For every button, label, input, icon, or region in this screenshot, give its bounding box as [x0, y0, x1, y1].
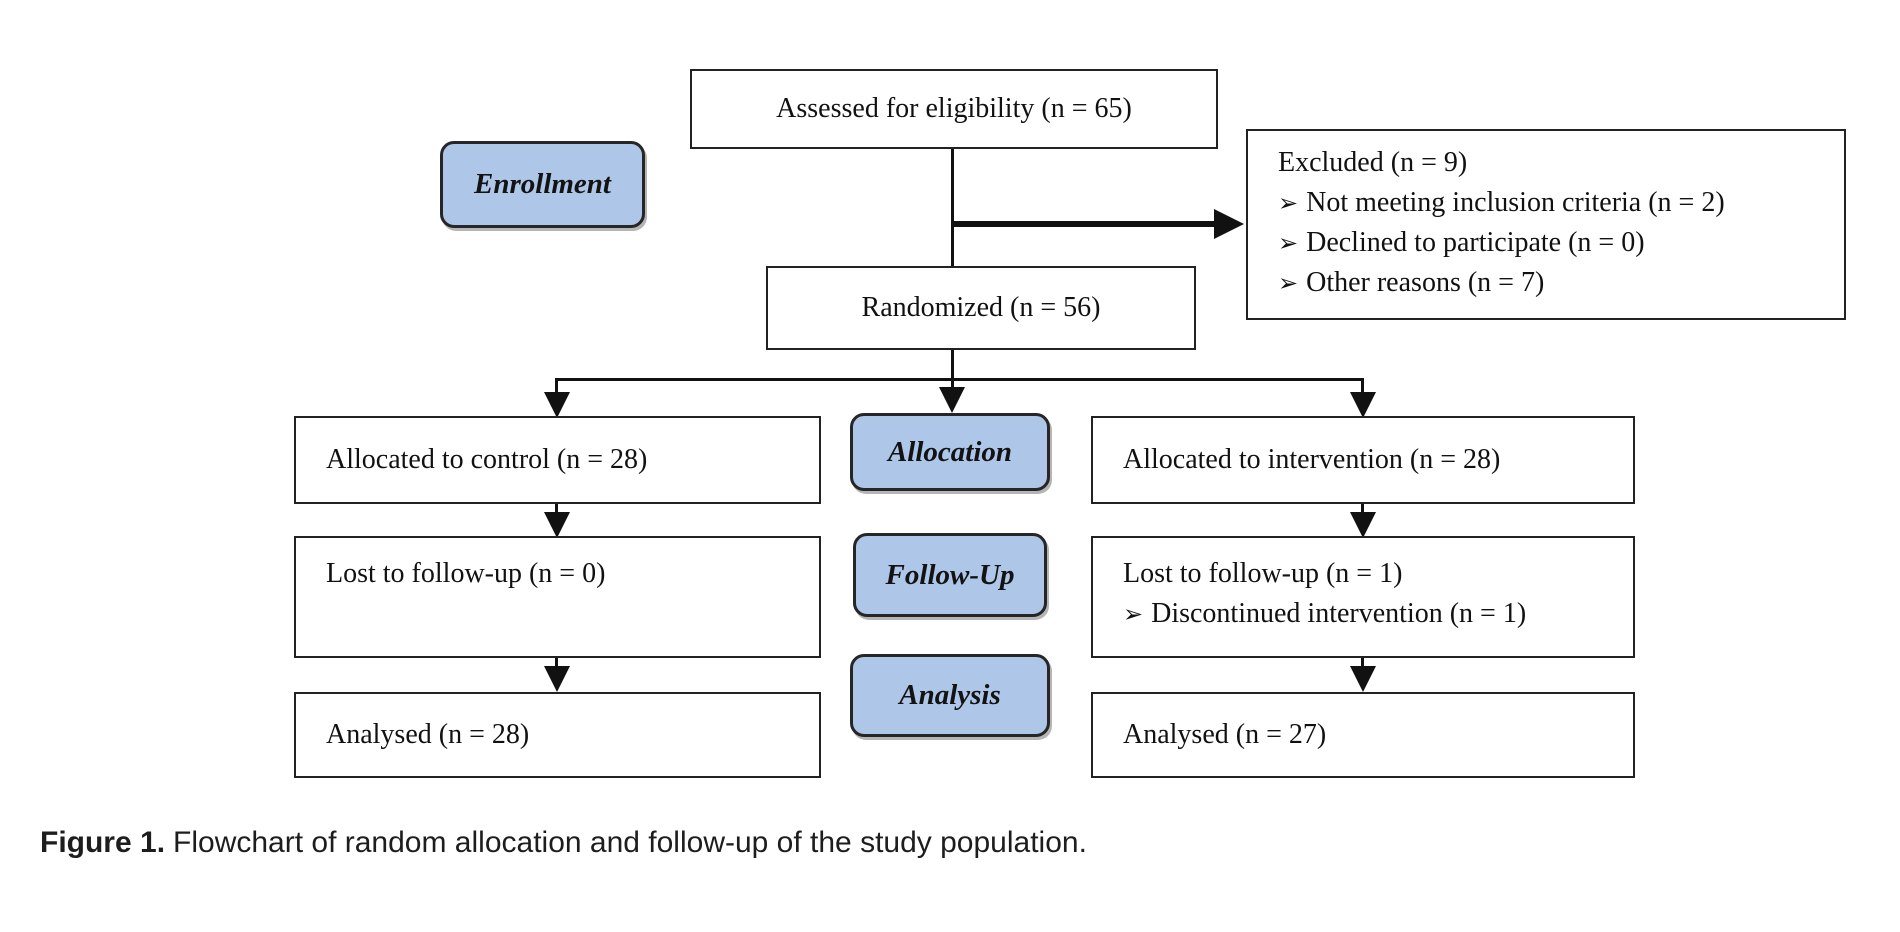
figure-caption-text: Flowchart of random allocation and follo… — [173, 826, 1087, 859]
intervention-lost-detail: ➢Discontinued intervention (n = 1) — [1123, 594, 1613, 634]
connector-intervention-lost — [1361, 504, 1364, 518]
right-arrowhead-icon — [1214, 209, 1244, 239]
connector-assessed-randomized — [951, 149, 954, 266]
control-allocated-box: Allocated to control (n = 28) — [294, 416, 821, 504]
excluded-item-text: Not meeting inclusion criteria (n = 2) — [1306, 187, 1725, 218]
randomized-text: Randomized (n = 56) — [861, 292, 1101, 323]
connector-split-right-drop — [1361, 378, 1364, 394]
analysis-stage-label: Analysis — [850, 654, 1050, 737]
excluded-item: ➢Other reasons (n = 7) — [1278, 263, 1824, 303]
connector-split-line — [555, 378, 1364, 381]
control-analysed-text: Analysed (n = 28) — [326, 719, 530, 750]
connector-lost-analysed-right — [1361, 658, 1364, 670]
chevron-bullet-icon: ➢ — [1278, 229, 1299, 257]
control-allocated-text: Allocated to control (n = 28) — [326, 444, 648, 475]
down-arrowhead-icon — [544, 666, 570, 692]
assessed-text: Assessed for eligibility (n = 65) — [776, 93, 1132, 124]
intervention-lost-detail-text: Discontinued intervention (n = 1) — [1151, 598, 1527, 629]
enrollment-stage-label: Enrollment — [440, 141, 645, 228]
allocation-stage-text: Allocation — [887, 435, 1013, 468]
followup-stage-label: Follow-Up — [853, 533, 1047, 617]
analysis-stage-text: Analysis — [899, 679, 1001, 711]
intervention-lost-text: Lost to follow-up (n = 1) — [1123, 558, 1403, 589]
excluded-item: ➢Declined to participate (n = 0) — [1278, 223, 1824, 263]
down-arrowhead-icon — [544, 392, 570, 418]
chevron-bullet-icon: ➢ — [1123, 600, 1144, 628]
control-lost-text: Lost to follow-up (n = 0) — [326, 558, 606, 589]
allocation-stage-label: Allocation — [850, 413, 1050, 491]
connector-lost-analysed-left — [555, 658, 558, 670]
figure-caption: Figure 1.Flowchart of random allocation … — [40, 824, 1087, 862]
down-arrowhead-icon — [1350, 666, 1376, 692]
chevron-bullet-icon: ➢ — [1278, 269, 1299, 297]
control-lost-box: Lost to follow-up (n = 0) — [294, 536, 821, 658]
followup-stage-text: Follow-Up — [885, 558, 1015, 591]
excluded-item: ➢Not meeting inclusion criteria (n = 2) — [1278, 183, 1824, 223]
connector-excluded-line — [951, 221, 1218, 227]
excluded-item-text: Declined to participate (n = 0) — [1306, 227, 1645, 258]
down-arrowhead-icon — [1350, 392, 1376, 418]
down-arrowhead-icon — [1350, 512, 1376, 538]
intervention-allocated-box: Allocated to intervention (n = 28) — [1091, 416, 1635, 504]
chevron-bullet-icon: ➢ — [1278, 189, 1299, 217]
excluded-item-text: Other reasons (n = 7) — [1306, 267, 1545, 298]
intervention-analysed-box: Analysed (n = 27) — [1091, 692, 1635, 778]
intervention-analysed-text: Analysed (n = 27) — [1123, 719, 1327, 750]
control-analysed-box: Analysed (n = 28) — [294, 692, 821, 778]
excluded-box: Excluded (n = 9) ➢Not meeting inclusion … — [1246, 129, 1846, 320]
connector-split-left-drop — [555, 378, 558, 394]
figure-caption-label: Figure 1. — [40, 826, 166, 859]
intervention-allocated-text: Allocated to intervention (n = 28) — [1123, 444, 1501, 475]
down-arrowhead-icon — [544, 512, 570, 538]
intervention-lost-box: Lost to follow-up (n = 1) ➢Discontinued … — [1091, 536, 1635, 658]
connector-randomized-stem — [951, 350, 954, 390]
connector-control-lost — [555, 504, 558, 518]
down-arrowhead-icon — [939, 387, 965, 413]
randomized-box: Randomized (n = 56) — [766, 266, 1196, 350]
excluded-title: Excluded (n = 9) — [1278, 147, 1468, 178]
assessed-box: Assessed for eligibility (n = 65) — [690, 69, 1218, 149]
enrollment-stage-text: Enrollment — [474, 168, 611, 200]
